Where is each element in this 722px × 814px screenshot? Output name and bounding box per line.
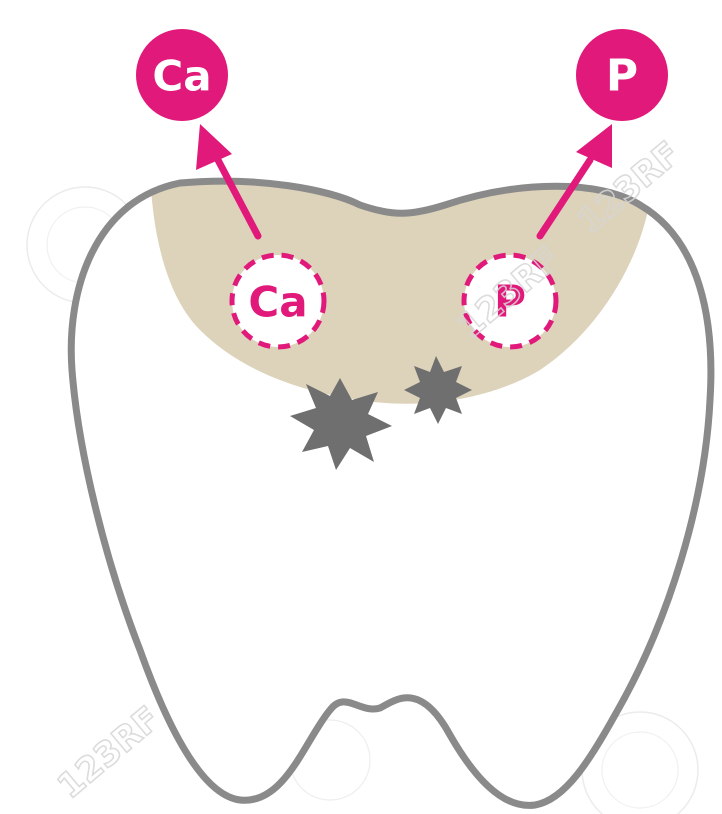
enamel-ion-calcium-label: Ca xyxy=(248,278,307,327)
watermark-text: 123RF xyxy=(50,699,168,807)
released-ion-phosphorus: P xyxy=(576,29,668,121)
enamel-ion-calcium: Ca xyxy=(232,255,324,347)
released-ion-phosphorus-label: P xyxy=(606,51,638,102)
released-ion-calcium: Ca xyxy=(136,29,228,121)
released-ion-calcium-label: Ca xyxy=(152,52,211,101)
bacteria-icon xyxy=(404,356,472,424)
